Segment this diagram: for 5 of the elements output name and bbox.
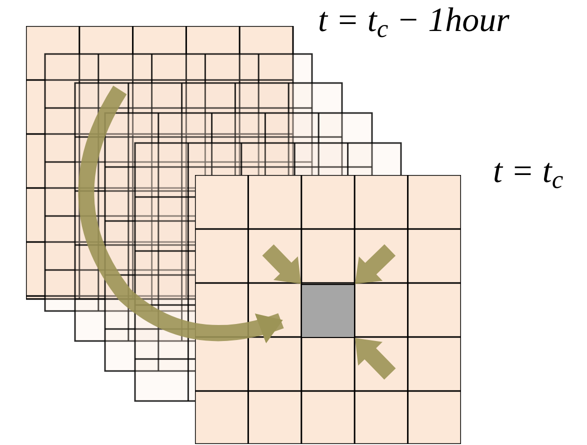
arrow	[78, 86, 284, 343]
target-cell	[301, 284, 355, 338]
time-label: t = t$_{c}$ − 1hour	[318, 4, 510, 38]
time-label: t = t$_{c}$	[493, 155, 564, 189]
grid-frame	[195, 175, 461, 444]
